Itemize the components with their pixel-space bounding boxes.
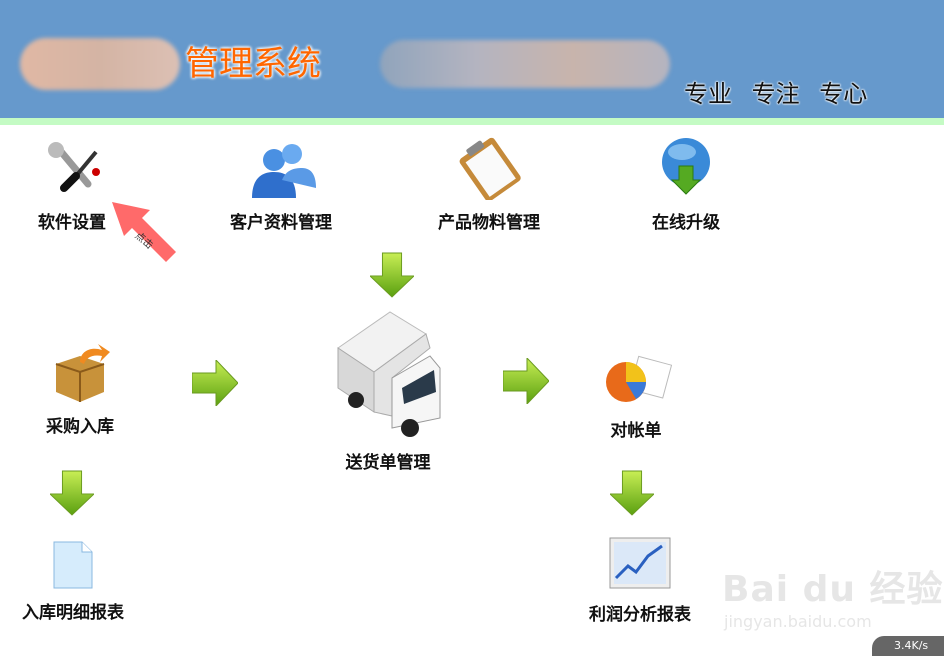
document-icon [53,541,93,589]
arrow-right-icon [192,360,238,406]
module-delivery-management[interactable]: 送货单管理 [330,308,446,473]
module-label: 产品物料管理 [438,213,540,233]
blurred-logo [20,38,180,90]
watermark-brand: Bai du 经验 [722,569,944,610]
watermark-url: jingyan.baidu.com [724,612,872,631]
arrow-down-icon [370,252,414,298]
module-product-management[interactable]: 产品物料管理 [430,134,548,233]
module-inbound-detail-report[interactable]: 入库明细报表 [16,540,130,623]
blurred-url [380,40,670,88]
module-label: 在线升级 [652,213,720,233]
module-label: 客户资料管理 [230,213,332,233]
users-icon [252,144,316,198]
module-label: 送货单管理 [345,453,431,473]
module-label: 采购入库 [46,417,114,437]
header-banner: 管理系统 专业 专注 专心 [0,0,944,118]
module-profit-analysis-report[interactable]: 利润分析报表 [582,536,698,625]
module-online-upgrade[interactable]: 在线升级 [646,136,726,233]
pie-chart-icon [606,355,673,402]
arrow-down-icon [50,470,94,516]
truck-icon [337,311,441,437]
module-customer-management[interactable]: 客户资料管理 [222,140,340,233]
upload-speed: 3.4K/s [894,639,929,652]
module-label: 入库明细报表 [22,603,124,623]
tools-icon [48,142,100,192]
network-speed-badge: 3.4K/s [872,636,944,656]
clipboard-icon [459,137,521,202]
slogan: 专业 专注 专心 [684,80,868,108]
app-title: 管理系统 [185,44,321,84]
module-label: 利润分析报表 [589,605,691,625]
module-purchase-inbound[interactable]: 采购入库 [40,340,120,437]
module-label: 对帐单 [610,421,662,441]
module-statement[interactable]: 对帐单 [600,354,673,441]
module-label: 软件设置 [38,213,106,233]
module-software-settings[interactable]: 软件设置 [36,140,108,233]
red-pointer-arrow-icon: 点击 [112,202,176,262]
globe-download-icon [662,138,710,195]
header-divider [0,118,944,125]
box-icon [55,344,110,402]
arrow-right-icon [503,358,549,404]
line-chart-icon [609,537,671,589]
arrow-down-icon [610,470,654,516]
